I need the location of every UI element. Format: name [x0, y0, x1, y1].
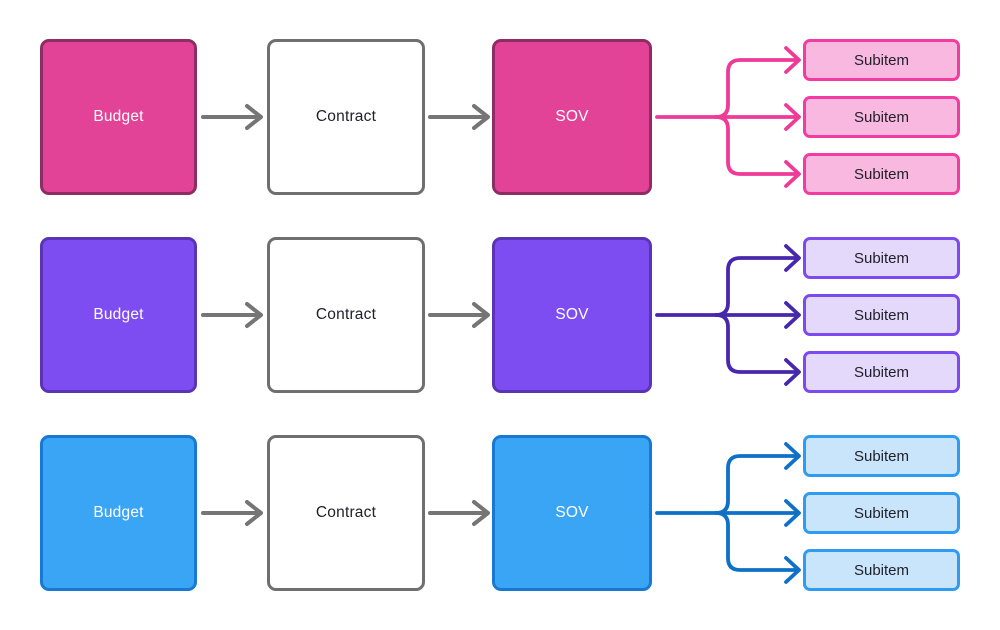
sov-label: SOV [555, 504, 589, 521]
arrow-budget-to-contract-icon [201, 302, 263, 328]
budget-label: Budget [93, 504, 144, 521]
subitem-box: Subitem [803, 492, 960, 534]
flow-row-pink: Budget Contract SOV Subitem Subitem [0, 39, 1000, 195]
sov-node: SOV [492, 39, 652, 195]
arrow-budget-to-contract-icon [201, 500, 263, 526]
sov-node: SOV [492, 237, 652, 393]
sov-label: SOV [555, 306, 589, 323]
subitem-box: Subitem [803, 294, 960, 336]
subitem-label: Subitem [853, 306, 910, 324]
arrow-contract-to-sov-icon [428, 500, 490, 526]
subitem-label: Subitem [853, 249, 910, 267]
subitem-label: Subitem [853, 51, 910, 69]
subitem-box: Subitem [803, 435, 960, 477]
fork-arrows-icon [655, 442, 801, 584]
contract-node: Contract [267, 237, 425, 393]
subitem-box: Subitem [803, 153, 960, 195]
subitem-label: Subitem [853, 108, 910, 126]
arrow-budget-to-contract-icon [201, 104, 263, 130]
contract-node: Contract [267, 435, 425, 591]
subitem-box: Subitem [803, 237, 960, 279]
budget-label: Budget [93, 108, 144, 125]
subitem-box: Subitem [803, 351, 960, 393]
subitem-label: Subitem [853, 447, 910, 465]
contract-node: Contract [267, 39, 425, 195]
budget-node: Budget [40, 237, 197, 393]
budget-node: Budget [40, 435, 197, 591]
sov-label: SOV [555, 108, 589, 125]
subitem-box: Subitem [803, 39, 960, 81]
subitem-label: Subitem [853, 363, 910, 381]
contract-label: Contract [315, 108, 377, 125]
contract-label: Contract [315, 306, 377, 323]
flow-row-purple: Budget Contract SOV Subitem Subitem [0, 237, 1000, 393]
flow-row-blue: Budget Contract SOV Subitem Subitem [0, 435, 1000, 591]
budget-label: Budget [93, 306, 144, 323]
arrow-contract-to-sov-icon [428, 104, 490, 130]
subitem-label: Subitem [853, 561, 910, 579]
budget-node: Budget [40, 39, 197, 195]
fork-arrows-icon [655, 46, 801, 188]
subitem-box: Subitem [803, 96, 960, 138]
subitem-label: Subitem [853, 165, 910, 183]
contract-label: Contract [315, 504, 377, 521]
arrow-contract-to-sov-icon [428, 302, 490, 328]
fork-arrows-icon [655, 244, 801, 386]
subitem-label: Subitem [853, 504, 910, 522]
sov-node: SOV [492, 435, 652, 591]
subitem-box: Subitem [803, 549, 960, 591]
